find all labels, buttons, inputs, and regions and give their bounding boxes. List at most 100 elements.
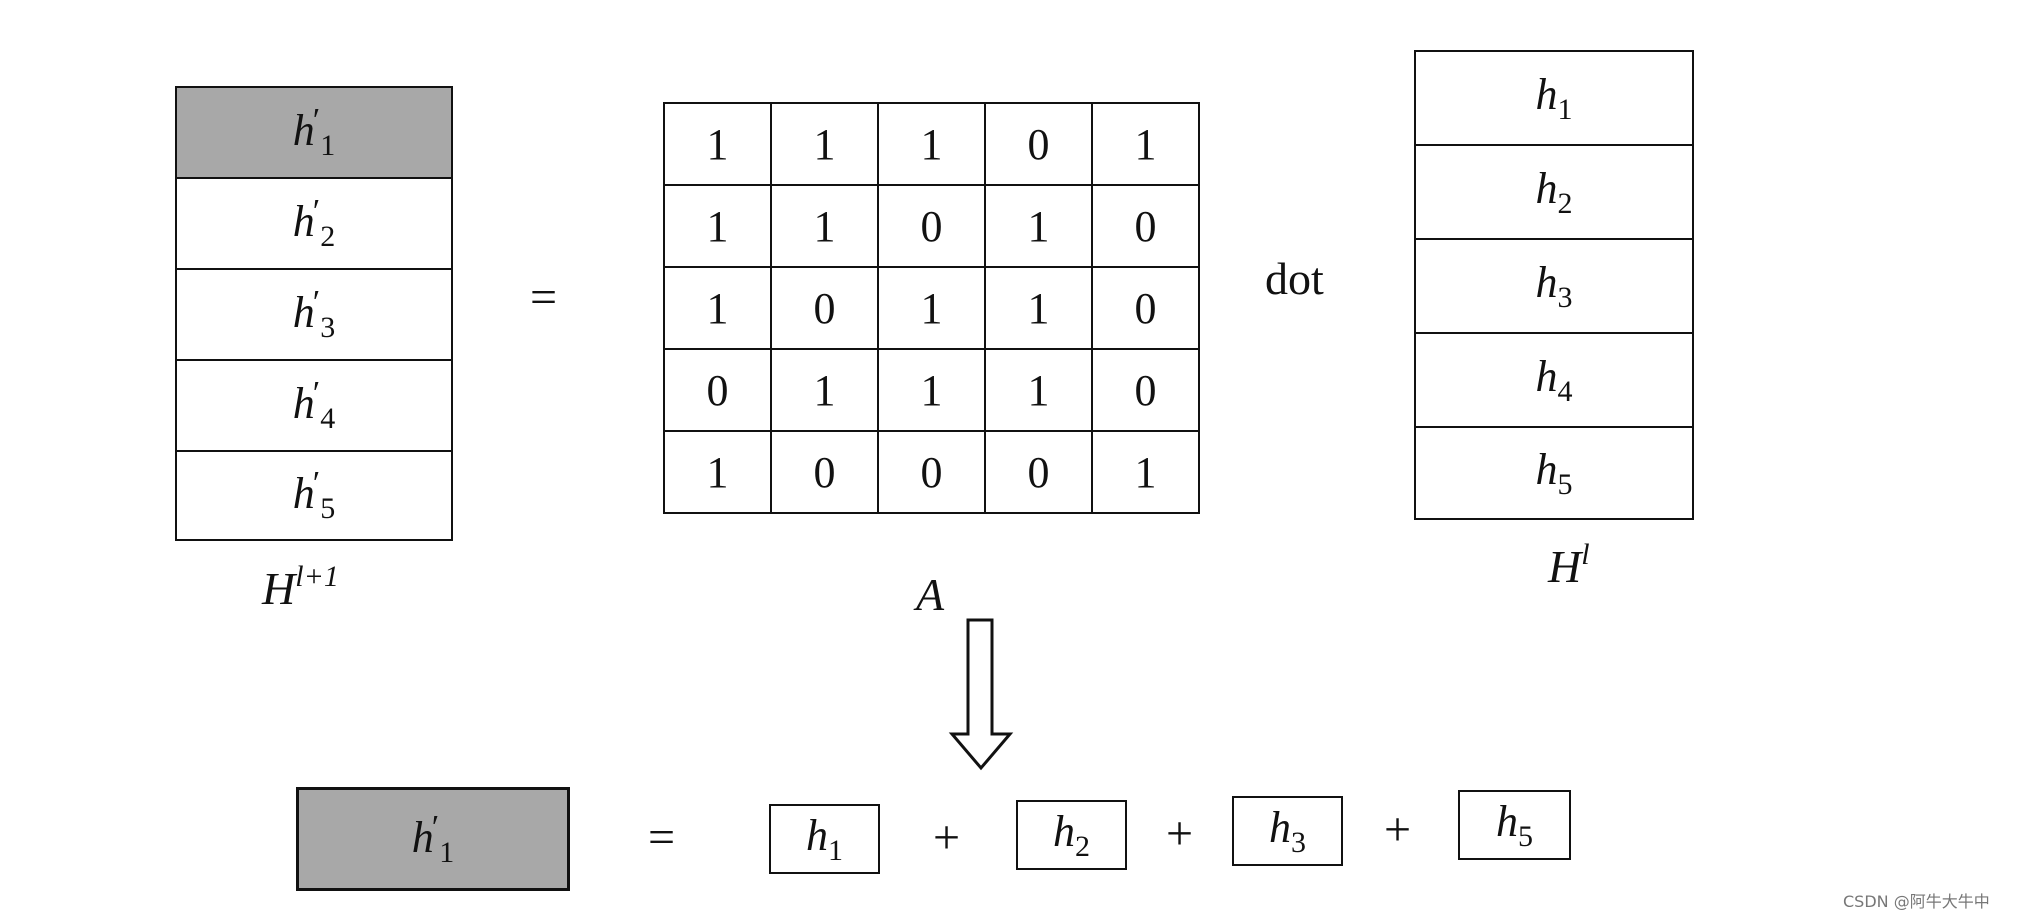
matrix-cell: 1 <box>663 184 772 268</box>
matrix-cell: 1 <box>1091 102 1200 186</box>
row-sub: 4 <box>320 402 336 435</box>
left-vector-row-5: h′5 <box>175 450 453 541</box>
row-var: h <box>292 469 315 518</box>
matrix-cell: 1 <box>877 348 986 432</box>
row-prime: ′ <box>312 375 321 412</box>
row-var: h <box>1535 70 1558 119</box>
row-var: h <box>292 288 315 337</box>
row-sub: 2 <box>1557 187 1573 220</box>
row-sub: 2 <box>320 220 336 253</box>
matrix-cell: 1 <box>663 266 772 350</box>
matrix-cell: 1 <box>663 430 772 514</box>
matrix-cell: 0 <box>984 430 1093 514</box>
watermark: CSDN @阿牛大牛中 <box>1843 892 1990 911</box>
matrix-cell: 1 <box>770 184 879 268</box>
lhs-sub: 1 <box>439 835 455 869</box>
row-sub: 1 <box>1557 93 1573 126</box>
left-vector-row-2: h′2 <box>175 177 453 270</box>
dot-label: dot <box>1265 253 1324 304</box>
left-vector-name: H <box>262 563 296 614</box>
result-term-2: h2 <box>1016 800 1127 870</box>
plus-sign-1: + <box>933 811 961 864</box>
left-vector-row-4: h′4 <box>175 359 453 452</box>
row-sub: 1 <box>320 129 336 162</box>
row-var: h <box>292 379 315 428</box>
left-vector-row-3: h′3 <box>175 268 453 361</box>
row-sub: 5 <box>1557 468 1573 501</box>
left-vector: h′1 h′2 h′3 h′4 h′5 <box>175 86 453 541</box>
matrix-cell: 1 <box>984 266 1093 350</box>
term-sub: 1 <box>828 834 843 867</box>
matrix-cell: 0 <box>770 266 879 350</box>
right-vector-row-2: h2 <box>1414 144 1694 240</box>
term-var: h <box>806 811 828 860</box>
matrix-cell: 1 <box>1091 430 1200 514</box>
matrix-cell: 0 <box>770 430 879 514</box>
down-arrow-icon <box>948 618 1014 771</box>
row-sub: 3 <box>1557 281 1573 314</box>
right-vector-row-1: h1 <box>1414 50 1694 146</box>
matrix-cell: 0 <box>1091 348 1200 432</box>
right-vector-label: Hl <box>1548 538 1590 593</box>
plus-sign-2: + <box>1166 807 1194 860</box>
matrix-cell: 1 <box>770 348 879 432</box>
matrix-cell: 1 <box>984 348 1093 432</box>
result-term-3: h3 <box>1232 796 1343 866</box>
term-sub: 3 <box>1291 826 1306 859</box>
right-vector-row-4: h4 <box>1414 332 1694 428</box>
term-sub: 5 <box>1518 820 1533 853</box>
matrix-cell: 1 <box>984 184 1093 268</box>
term-var: h <box>1053 807 1075 856</box>
matrix-cell: 1 <box>770 102 879 186</box>
right-vector-superscript: l <box>1581 538 1590 571</box>
row-var: h <box>292 106 315 155</box>
lhs-var: h <box>411 812 434 862</box>
plus-sign-3: + <box>1384 803 1412 856</box>
row-prime: ′ <box>312 102 321 139</box>
row-var: h <box>1535 258 1558 307</box>
matrix-cell: 1 <box>663 102 772 186</box>
term-sub: 2 <box>1075 830 1090 863</box>
right-vector-row-5: h5 <box>1414 426 1694 520</box>
matrix-cell: 0 <box>663 348 772 432</box>
row-sub: 5 <box>320 492 336 525</box>
term-var: h <box>1496 797 1518 846</box>
result-term-1: h1 <box>769 804 880 874</box>
right-vector-name: H <box>1548 541 1582 592</box>
matrix-cell: 0 <box>877 430 986 514</box>
left-vector-row-1: h′1 <box>175 86 453 179</box>
equals-sign: = <box>530 271 558 324</box>
row-var: h <box>1535 445 1558 494</box>
row-sub: 4 <box>1557 375 1573 408</box>
row-var: h <box>1535 164 1558 213</box>
matrix-cell: 0 <box>984 102 1093 186</box>
matrix-cell: 0 <box>1091 266 1200 350</box>
result-term-4: h5 <box>1458 790 1571 860</box>
row-sub: 3 <box>320 311 336 344</box>
right-vector: h1 h2 h3 h4 h5 <box>1414 50 1694 520</box>
left-vector-label: Hl+1 <box>262 560 339 615</box>
row-prime: ′ <box>312 465 321 502</box>
result-lhs-box: h′1 <box>296 787 570 891</box>
result-equals-sign: = <box>648 811 676 864</box>
matrix-cell: 0 <box>1091 184 1200 268</box>
row-var: h <box>292 197 315 246</box>
matrix-label: A <box>916 569 945 620</box>
matrix-cell: 1 <box>877 266 986 350</box>
right-vector-row-3: h3 <box>1414 238 1694 334</box>
matrix-cell: 0 <box>877 184 986 268</box>
lhs-prime: ′ <box>431 808 440 846</box>
row-var: h <box>1535 352 1558 401</box>
row-prime: ′ <box>312 284 321 321</box>
term-var: h <box>1269 803 1291 852</box>
left-vector-superscript: l+1 <box>295 560 339 593</box>
matrix-cell: 1 <box>877 102 986 186</box>
row-prime: ′ <box>312 193 321 230</box>
